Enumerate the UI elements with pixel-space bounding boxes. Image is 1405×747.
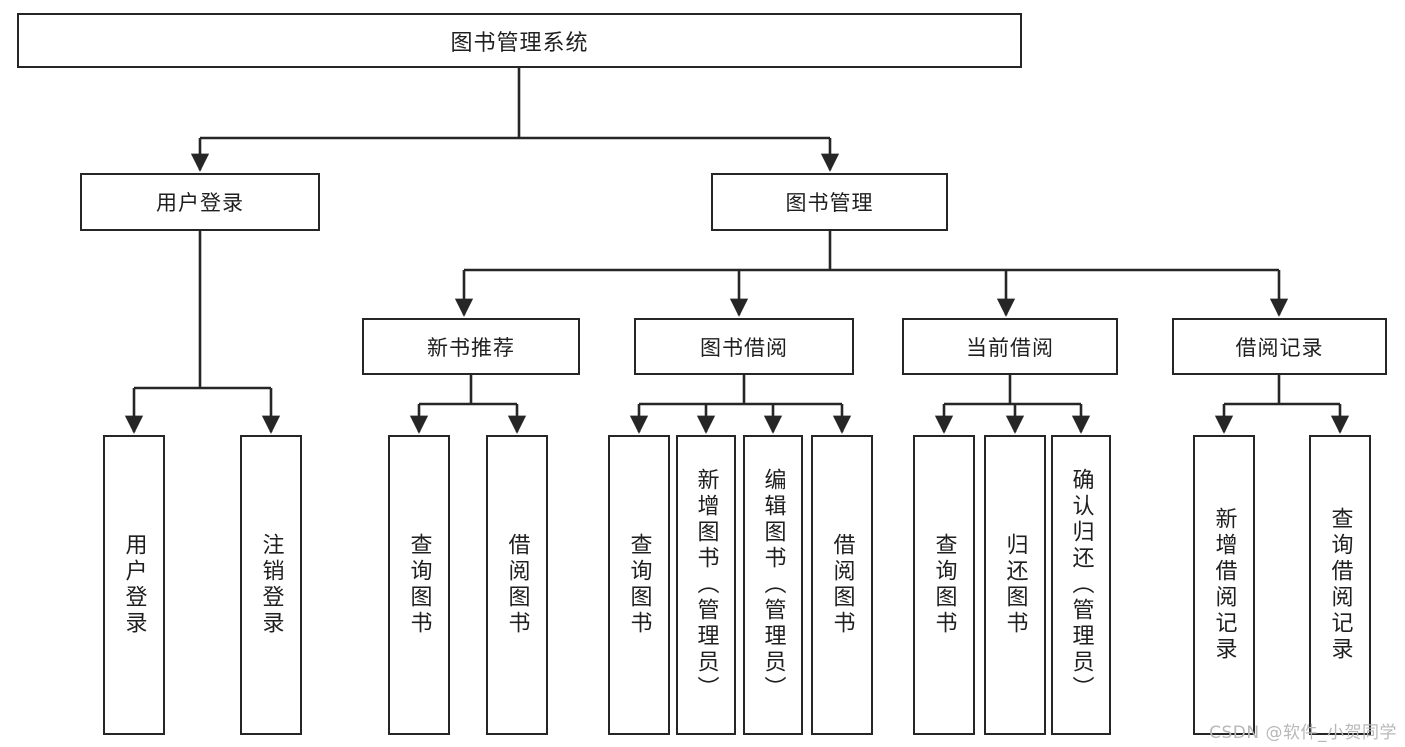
node-leaf-query-borrow-record[interactable]: 查询借阅记录 xyxy=(1309,435,1371,735)
node-leaf-query-book-cur[interactable]: 查询图书 xyxy=(913,435,975,735)
node-leaf-return-book-label: 归还图书 xyxy=(1002,533,1028,637)
node-borrow-record-label: 借阅记录 xyxy=(1235,335,1324,360)
node-book-manage-label: 图书管理 xyxy=(785,191,874,215)
node-leaf-query-book-rec[interactable]: 查询图书 xyxy=(388,435,450,735)
node-leaf-query-book-borrow[interactable]: 查询图书 xyxy=(608,435,670,735)
node-leaf-user-login[interactable]: 用户登录 xyxy=(103,435,165,735)
node-borrow-record[interactable]: 借阅记录 xyxy=(1172,318,1387,375)
node-leaf-add-book-admin[interactable]: 新增图书（管理员） xyxy=(676,435,736,735)
node-book-manage[interactable]: 图书管理 xyxy=(711,173,948,231)
node-leaf-edit-book-admin[interactable]: 编辑图书（管理员） xyxy=(743,435,803,735)
node-leaf-borrow-book-rec[interactable]: 借阅图书 xyxy=(486,435,548,735)
node-leaf-query-borrow-record-label: 查询借阅记录 xyxy=(1327,507,1353,663)
node-leaf-user-logout-label: 注销登录 xyxy=(258,533,284,637)
node-leaf-edit-book-admin-label: 编辑图书（管理员） xyxy=(760,468,786,702)
node-book-borrow[interactable]: 图书借阅 xyxy=(634,318,854,375)
node-leaf-query-book-rec-label: 查询图书 xyxy=(406,533,432,637)
node-leaf-borrow-book[interactable]: 借阅图书 xyxy=(811,435,873,735)
watermark-text: CSDN @软件_小贺同学 xyxy=(1209,723,1397,743)
node-root-label: 图书管理系统 xyxy=(450,30,589,56)
node-new-book-recommend[interactable]: 新书推荐 xyxy=(362,318,580,375)
node-leaf-borrow-book-label: 借阅图书 xyxy=(829,533,855,637)
node-leaf-return-book[interactable]: 归还图书 xyxy=(984,435,1046,735)
node-root[interactable]: 图书管理系统 xyxy=(17,13,1022,68)
node-new-book-recommend-label: 新书推荐 xyxy=(427,335,515,360)
node-leaf-user-logout[interactable]: 注销登录 xyxy=(240,435,302,735)
node-leaf-add-book-admin-label: 新增图书（管理员） xyxy=(693,468,719,702)
node-leaf-query-book-borrow-label: 查询图书 xyxy=(626,533,652,637)
node-leaf-add-borrow-record-label: 新增借阅记录 xyxy=(1211,507,1237,663)
node-leaf-confirm-return-admin[interactable]: 确认归还（管理员） xyxy=(1051,435,1111,735)
node-leaf-query-book-cur-label: 查询图书 xyxy=(931,533,957,637)
node-leaf-confirm-return-admin-label: 确认归还（管理员） xyxy=(1068,468,1094,702)
node-user-login-label: 用户登录 xyxy=(156,191,244,215)
node-current-borrow-label: 当前借阅 xyxy=(966,335,1054,360)
node-leaf-user-login-label: 用户登录 xyxy=(121,533,147,637)
node-leaf-add-borrow-record[interactable]: 新增借阅记录 xyxy=(1193,435,1255,735)
node-book-borrow-label: 图书借阅 xyxy=(700,335,788,360)
node-current-borrow[interactable]: 当前借阅 xyxy=(902,318,1118,375)
node-leaf-borrow-book-rec-label: 借阅图书 xyxy=(504,533,530,637)
node-user-login[interactable]: 用户登录 xyxy=(80,173,320,231)
